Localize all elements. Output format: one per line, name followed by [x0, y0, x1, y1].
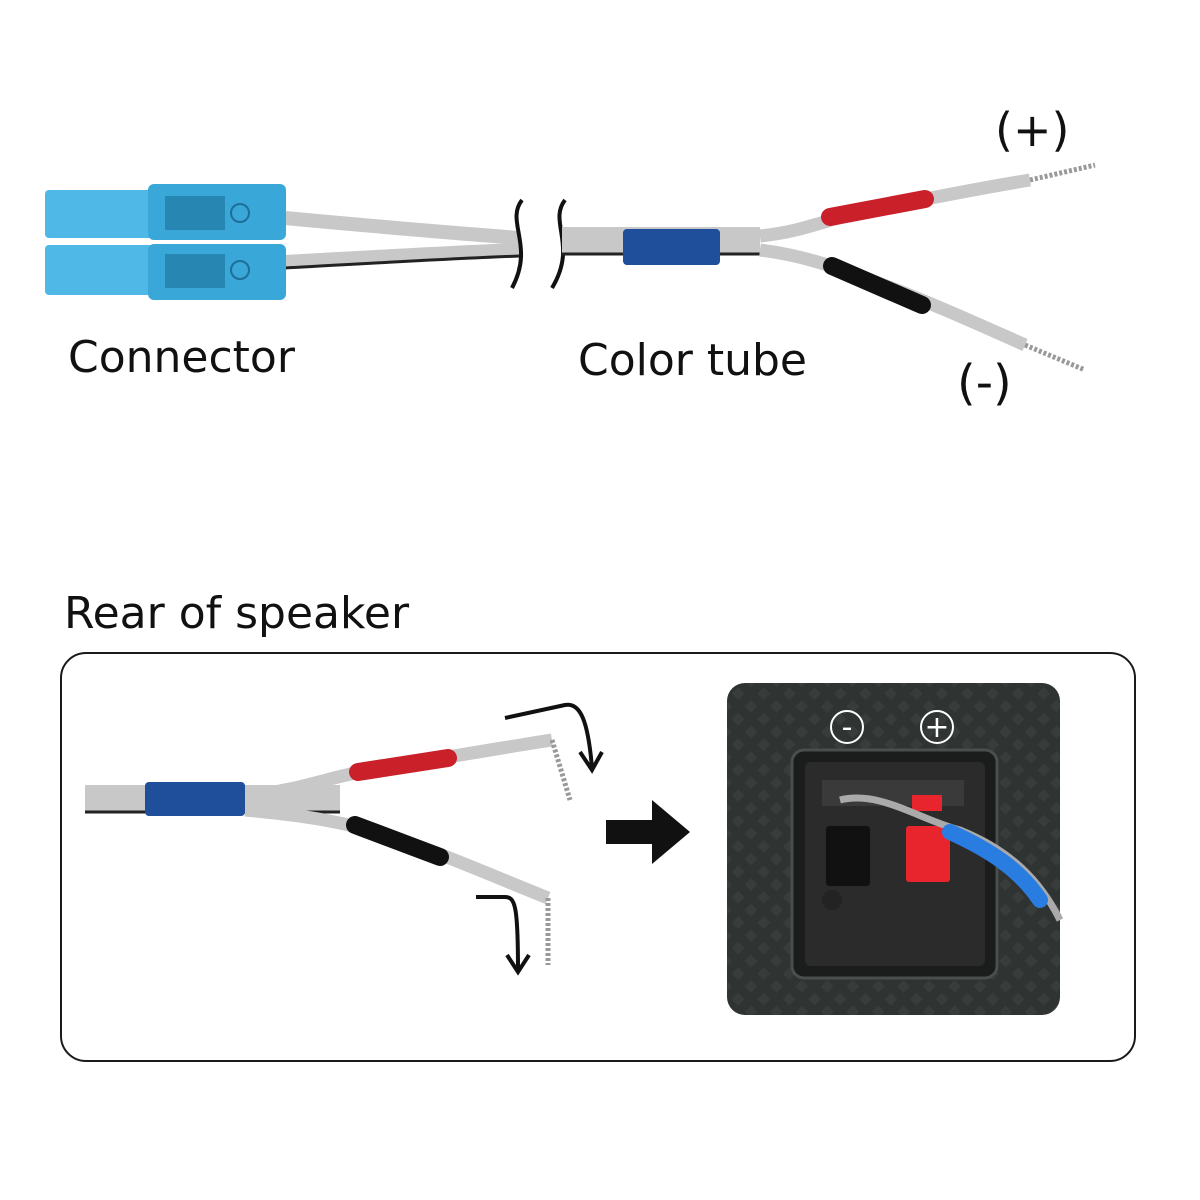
speaker-rear-photo: [727, 683, 1064, 1015]
connector-label: Connector: [68, 332, 295, 383]
arrow-right-icon: [606, 800, 690, 864]
rear-of-speaker-title: Rear of speaker: [64, 588, 410, 639]
cable-break-icon: [510, 198, 567, 290]
connector-block: [45, 184, 286, 300]
positive-sleeve: [821, 190, 934, 226]
positive-wire-tip: [1029, 162, 1096, 183]
cable-top: [284, 211, 521, 270]
negative-wire-tip: [1024, 342, 1086, 373]
terminal-minus-mark: -: [830, 710, 864, 744]
bend-arrow-icon: [476, 702, 604, 976]
panel-negative-sleeve: [346, 816, 449, 866]
negative-sleeve: [823, 257, 931, 314]
positive-label: (+): [995, 103, 1070, 157]
terminal-plus-mark: +: [920, 710, 954, 744]
instruction-panel: [60, 652, 1136, 1062]
color-tube-sleeve: [623, 229, 720, 265]
negative-label: (-): [957, 355, 1012, 411]
panel-positive-sleeve: [349, 749, 457, 781]
color-tube-label: Color tube: [578, 335, 808, 386]
panel-color-tube-sleeve: [145, 782, 245, 816]
